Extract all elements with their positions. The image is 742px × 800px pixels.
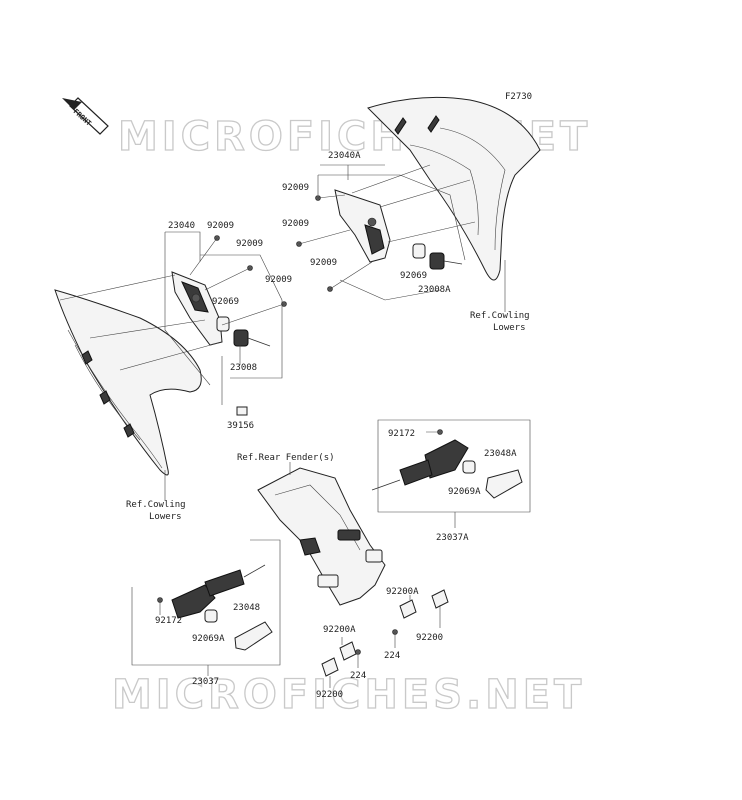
- right-cowling: [367, 96, 541, 281]
- bracket-23040A: [334, 189, 391, 263]
- label-92069A-right: 92069A: [448, 487, 481, 497]
- label-92009-c: 92009: [310, 258, 337, 268]
- label-92009-e: 92009: [236, 239, 263, 249]
- bulb-92069-right: [412, 243, 426, 259]
- label-92172-left: 92172: [155, 616, 182, 626]
- turn-signal-23037A: [371, 439, 523, 499]
- label-92069A-left: 92069A: [192, 634, 225, 644]
- label-refcowling-left-line1: Ref.Cowling: [126, 500, 186, 510]
- label-refcowling-right-line2: Lowers: [493, 323, 526, 333]
- plate-92200A-right: [399, 599, 417, 619]
- watermark-bottom: MICROFICHES.NET: [112, 672, 585, 718]
- label-23008: 23008: [230, 363, 257, 373]
- label-92009-b: 92009: [282, 219, 309, 229]
- label-ref-rear-fender: Ref.Rear Fender(s): [237, 453, 335, 463]
- label-92069-left: 92069: [212, 297, 239, 307]
- label-23040A: 23040A: [328, 151, 361, 161]
- label-23008A: 23008A: [418, 285, 451, 295]
- label-224-right: 224: [384, 651, 400, 661]
- label-39156: [236, 406, 248, 416]
- label-23037A: 23037A: [436, 533, 469, 543]
- plate-92200A-mid: [339, 641, 357, 661]
- socket-23008: [233, 329, 271, 347]
- label-refcowling-left-line2: Lowers: [149, 512, 182, 522]
- label-92172-right: 92172: [388, 429, 415, 439]
- label-92069-right: 92069: [400, 271, 427, 281]
- label-92200-mid: 92200: [316, 690, 343, 700]
- rear-fender: [257, 467, 386, 606]
- label-92009-a: 92009: [282, 183, 309, 193]
- label-92200A-right: 92200A: [386, 587, 419, 597]
- plate-92200-mid: [321, 657, 339, 677]
- front-arrow-icon: FRONT: [62, 97, 109, 135]
- bulb-92069-left: [216, 316, 230, 332]
- bracket-23040: [171, 271, 223, 346]
- label-92200A-mid: 92200A: [323, 625, 356, 635]
- label-92009-f: 92009: [265, 275, 292, 285]
- left-cowling: [54, 289, 202, 476]
- label-224-mid: 224: [350, 671, 366, 681]
- label-92009-d: 92009: [207, 221, 234, 231]
- turn-signal-23037: [171, 564, 273, 651]
- label-23040: 23040: [168, 221, 195, 231]
- plate-92200-right: [431, 589, 449, 609]
- socket-23008A: [429, 252, 463, 270]
- bolt-92172-right: [437, 429, 443, 435]
- label-39156: 39156: [227, 421, 254, 431]
- label-refcowling-right-line1: Ref.Cowling: [470, 311, 530, 321]
- label-23048A: 23048A: [484, 449, 517, 459]
- label-23037: 23037: [192, 677, 219, 687]
- label-92200-right: 92200: [416, 633, 443, 643]
- screw-224-mid: [355, 649, 361, 655]
- label-23048: 23048: [233, 603, 260, 613]
- figure-code: F2730: [505, 92, 532, 102]
